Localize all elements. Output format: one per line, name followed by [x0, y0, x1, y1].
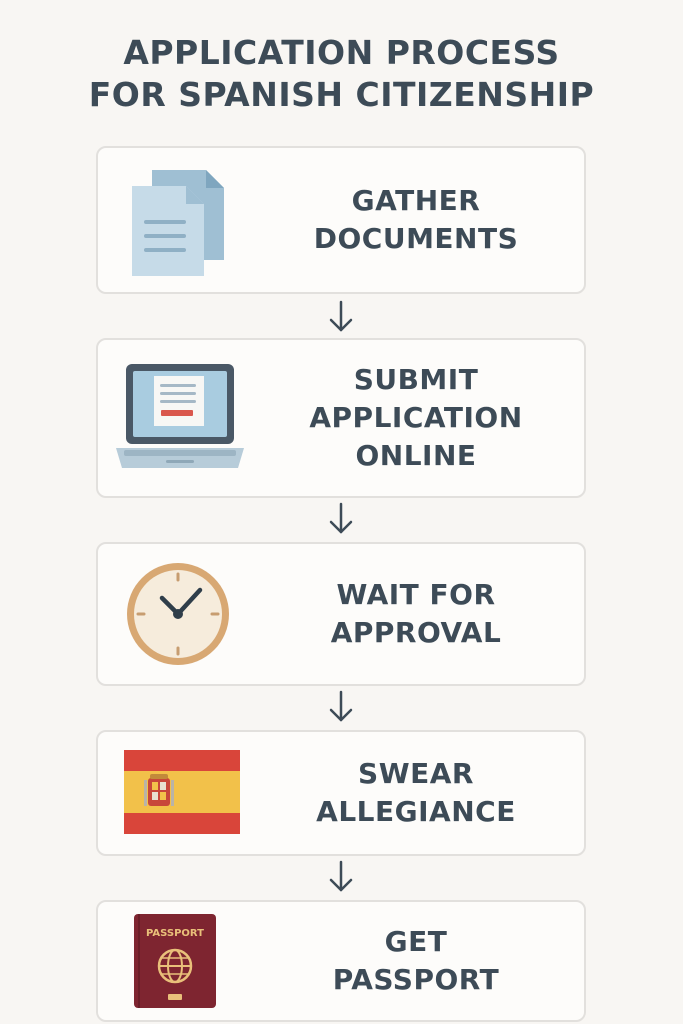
arrow-down-icon	[329, 300, 353, 332]
step-card-gather-documents: GATHER DOCUMENTS	[96, 146, 586, 294]
arrow-down-icon	[329, 690, 353, 722]
arrow-down-icon	[329, 860, 353, 892]
title-line-2: FOR SPANISH CITIZENSHIP	[88, 75, 595, 114]
step-card-submit-application: SUBMIT APPLICATION ONLINE	[96, 338, 586, 498]
step-card-swear-allegiance: SWEAR ALLEGIANCE	[96, 730, 586, 856]
passport-icon: PASSPORT	[134, 914, 216, 1008]
clock-icon	[127, 563, 229, 665]
laptop-icon	[116, 364, 244, 468]
step-label: SUBMIT APPLICATION ONLINE	[309, 363, 523, 472]
step-label: GET PASSPORT	[332, 925, 500, 996]
spanish-flag-icon	[124, 750, 240, 834]
documents-icon	[132, 170, 224, 276]
title-line-1: APPLICATION PROCESS	[123, 33, 560, 72]
step-card-get-passport: PASSPORT GET PASSPORT	[96, 900, 586, 1022]
step-label: SWEAR ALLEGIANCE	[316, 757, 516, 828]
step-label: GATHER DOCUMENTS	[313, 184, 519, 255]
step-label: WAIT FOR APPROVAL	[330, 578, 502, 649]
step-card-wait-for-approval: WAIT FOR APPROVAL	[96, 542, 586, 686]
passport-text: PASSPORT	[146, 928, 204, 939]
arrow-down-icon	[329, 502, 353, 534]
page-title: APPLICATION PROCESS FOR SPANISH CITIZENS…	[0, 32, 683, 116]
